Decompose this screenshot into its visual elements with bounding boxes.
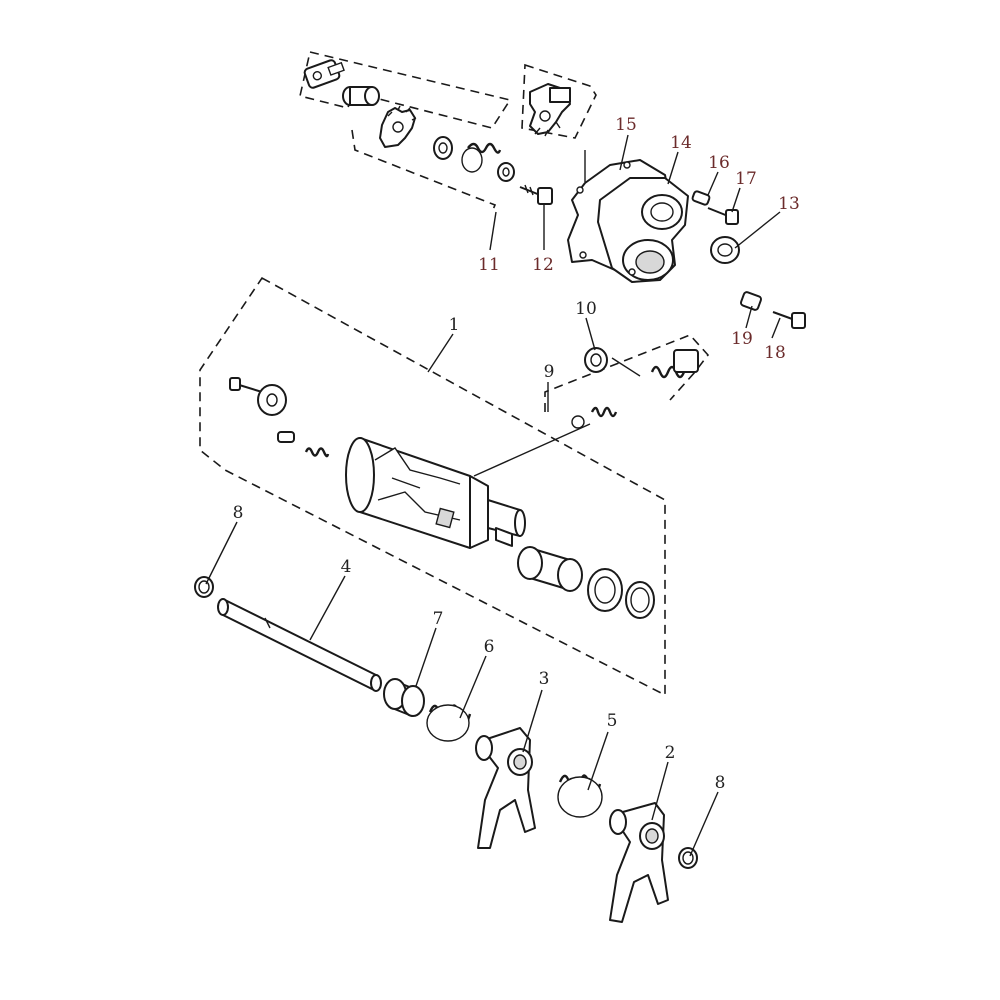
dowel-pin-16 <box>691 190 711 206</box>
bolt-18 <box>772 311 806 329</box>
drum-washer <box>587 568 623 612</box>
callout-16: 16 <box>708 153 730 173</box>
circlip-8-left <box>194 576 214 598</box>
drum-circlip <box>625 581 655 619</box>
stopper-spring-9 <box>571 406 618 429</box>
stopper-plug-bolt <box>650 349 699 379</box>
callout-4: 4 <box>341 557 352 577</box>
washer-10 <box>584 347 608 373</box>
upper-left-group-outline-lower <box>351 129 497 213</box>
bolt-17 <box>707 207 739 225</box>
callout-2: 2 <box>665 743 676 763</box>
fork-shaft-4 <box>217 598 382 692</box>
shift-arm-plate <box>303 59 345 89</box>
neutral-switch-pin <box>277 431 330 458</box>
callout-11: 11 <box>478 255 500 275</box>
callout-1: 1 <box>449 315 460 335</box>
shift-arm-assembly <box>303 59 515 182</box>
callout-7: 7 <box>433 609 444 629</box>
callout-18: 18 <box>764 343 786 363</box>
callout-10: 10 <box>575 299 597 319</box>
callout-8-right: 8 <box>715 773 726 793</box>
callout-6: 6 <box>484 637 495 657</box>
circlip-8-right <box>678 847 698 869</box>
spring-5 <box>557 774 603 818</box>
bolt-12 <box>519 184 553 205</box>
shift-drum-1 <box>345 437 526 549</box>
callout-labels: 1 2 3 4 5 6 7 8 8 9 10 11 12 13 14 15 16… <box>233 115 800 793</box>
callout-9: 9 <box>544 362 555 382</box>
segment-screw <box>229 377 287 416</box>
stopper-group-outline <box>544 334 710 412</box>
callout-13: 13 <box>778 194 800 214</box>
shift-fork-3 <box>475 727 536 849</box>
stopper-lever-assembly <box>529 83 571 137</box>
shift-drum-group-outline <box>199 276 666 697</box>
shift-fork-2 <box>609 802 669 923</box>
callout-12: 12 <box>532 255 554 275</box>
shift-pawl-gear <box>379 105 417 148</box>
collar-19 <box>739 291 763 311</box>
return-spring <box>461 142 502 173</box>
spring-6 <box>426 704 472 742</box>
callout-15: 15 <box>615 115 637 135</box>
callout-3: 3 <box>539 669 550 689</box>
callout-8-left: 8 <box>233 503 244 523</box>
callout-19: 19 <box>731 329 753 349</box>
collar-7 <box>383 678 425 717</box>
callout-17: 17 <box>735 169 757 189</box>
drum-bearing <box>517 546 583 592</box>
callout-14: 14 <box>670 133 692 153</box>
leader-lines <box>205 134 781 857</box>
shift-cover-assembly <box>567 159 689 283</box>
collar <box>342 86 380 106</box>
callout-5: 5 <box>607 711 618 731</box>
oil-seal-13 <box>710 236 740 264</box>
